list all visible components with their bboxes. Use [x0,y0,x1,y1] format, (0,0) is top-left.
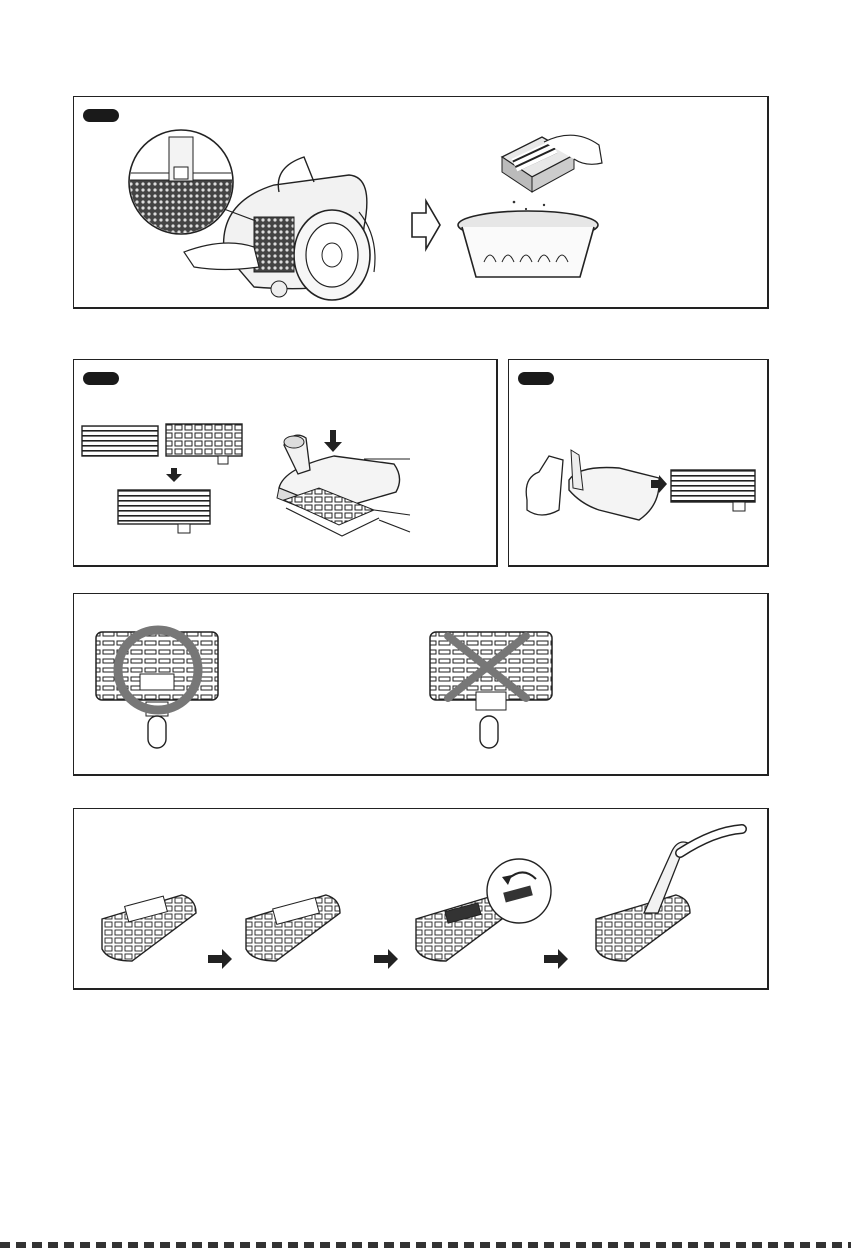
filter-cartridge-icon [502,135,602,192]
nozzle-with-hose-icon [596,829,742,961]
panel-orientation-check [73,593,769,776]
filter-frame-icon [166,424,242,464]
orientation-check-illustration [74,594,768,775]
foot-icon [526,456,563,515]
panel-filter-assembly [73,359,498,567]
nozzle-icon [102,895,196,961]
panel-filter-removal [508,359,769,567]
floor-nozzle-icon [277,430,410,536]
nozzle-bottom-icon [430,632,552,748]
filter-sheet-icon [671,470,755,511]
outline-arrow-icon [412,201,440,249]
filter-sheet-icon [82,426,158,456]
right-arrow-icon [544,949,568,969]
down-arrow-icon [166,468,182,482]
panel-filter-emptying [73,96,769,309]
filter-removal-illustration [509,360,768,566]
nozzle-cleaning-illustration [74,809,768,989]
nozzle-bottom-icon [96,632,218,748]
assembled-filter-icon [118,490,210,533]
right-arrow-icon [208,949,232,969]
filter-assembly-illustration [74,360,497,566]
nozzle-icon [246,895,340,961]
panel-nozzle-cleaning-steps [73,808,769,990]
trash-bin-icon [458,211,598,277]
nozzle-open-icon [416,859,551,961]
page-footer-rule [0,1242,851,1248]
right-arrow-icon [374,949,398,969]
floor-nozzle-icon [569,450,659,520]
filter-emptying-illustration [74,97,768,308]
